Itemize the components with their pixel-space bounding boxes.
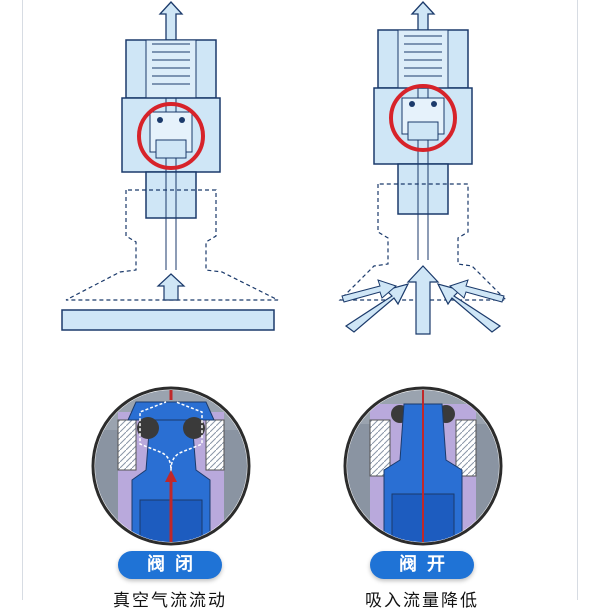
right-inflow-arrow-far-left-icon: [341, 279, 397, 303]
left-workpiece-surface: [61, 309, 275, 331]
right-highlight-ring: [389, 84, 457, 152]
right-suction-cup: [338, 183, 508, 301]
right-assembly: [338, 1, 508, 335]
right-inflow-arrow-right-icon: [436, 283, 502, 333]
left-highlight-ring: [137, 102, 205, 170]
right-inflow-arrow-center-icon: [406, 265, 440, 335]
left-detail-view: [91, 386, 251, 546]
left-inner-up-arrow-icon: [156, 273, 186, 301]
left-suction-cup: [65, 189, 279, 301]
valve-closed-label: 阀闭: [118, 551, 222, 579]
left-caption: 真空气流流动: [113, 591, 227, 611]
right-caption: 吸入流量降低: [365, 591, 479, 611]
left-assembly: [61, 1, 279, 331]
right-inflow-arrow-left-icon: [344, 283, 410, 333]
left-top-arrow-icon: [158, 1, 184, 41]
right-inflow-arrow-far-right-icon: [449, 279, 505, 303]
valve-open-label: 阀开: [370, 551, 474, 579]
right-detail-view: [343, 386, 503, 546]
figure-frame: [22, 0, 578, 600]
